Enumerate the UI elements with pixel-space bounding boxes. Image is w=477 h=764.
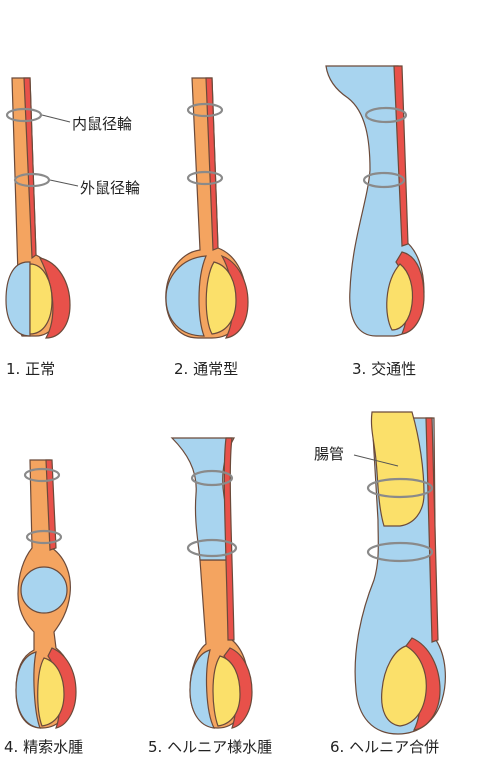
panel-1-normal [6, 78, 78, 338]
caption-text: ヘルニア様水腫 [167, 738, 272, 756]
tunica-vaginalis [6, 262, 30, 336]
caption-panel-2: 2. 通常型 [174, 358, 238, 379]
caption-number: 1. [6, 360, 20, 378]
label-internal-ring: 内鼠径輪 [72, 113, 132, 134]
external-ring-leader [50, 180, 78, 186]
panel-6-with-hernia [354, 412, 445, 734]
label-intestine: 腸管 [314, 443, 344, 464]
caption-panel-3: 3. 交通性 [352, 358, 416, 379]
panel-3-communicating [326, 66, 424, 336]
label-external-ring: 外鼠径輪 [80, 177, 140, 198]
caption-text: 正常 [25, 360, 55, 378]
internal-ring-leader [42, 115, 70, 122]
caption-number: 5. [148, 738, 162, 756]
caption-panel-5: 5. ヘルニア様水腫 [148, 736, 272, 757]
caption-text: ヘルニア合併 [349, 738, 439, 756]
caption-text: 交通性 [371, 360, 416, 378]
caption-text: 精索水腫 [23, 738, 83, 756]
caption-number: 3. [352, 360, 366, 378]
caption-text: 通常型 [193, 360, 238, 378]
panel-2-common [166, 78, 248, 338]
caption-panel-6: 6. ヘルニア合併 [330, 736, 439, 757]
caption-panel-1: 1. 正常 [6, 358, 55, 379]
caption-number: 2. [174, 360, 188, 378]
caption-panel-4: 4. 精索水腫 [4, 736, 83, 757]
caption-number: 6. [330, 738, 344, 756]
caption-number: 4. [4, 738, 18, 756]
cord-hydrocele-fluid [21, 567, 67, 613]
panel-4-cord-hydrocele [16, 460, 76, 728]
panel-5-hernia-like-hydrocele [172, 438, 252, 728]
